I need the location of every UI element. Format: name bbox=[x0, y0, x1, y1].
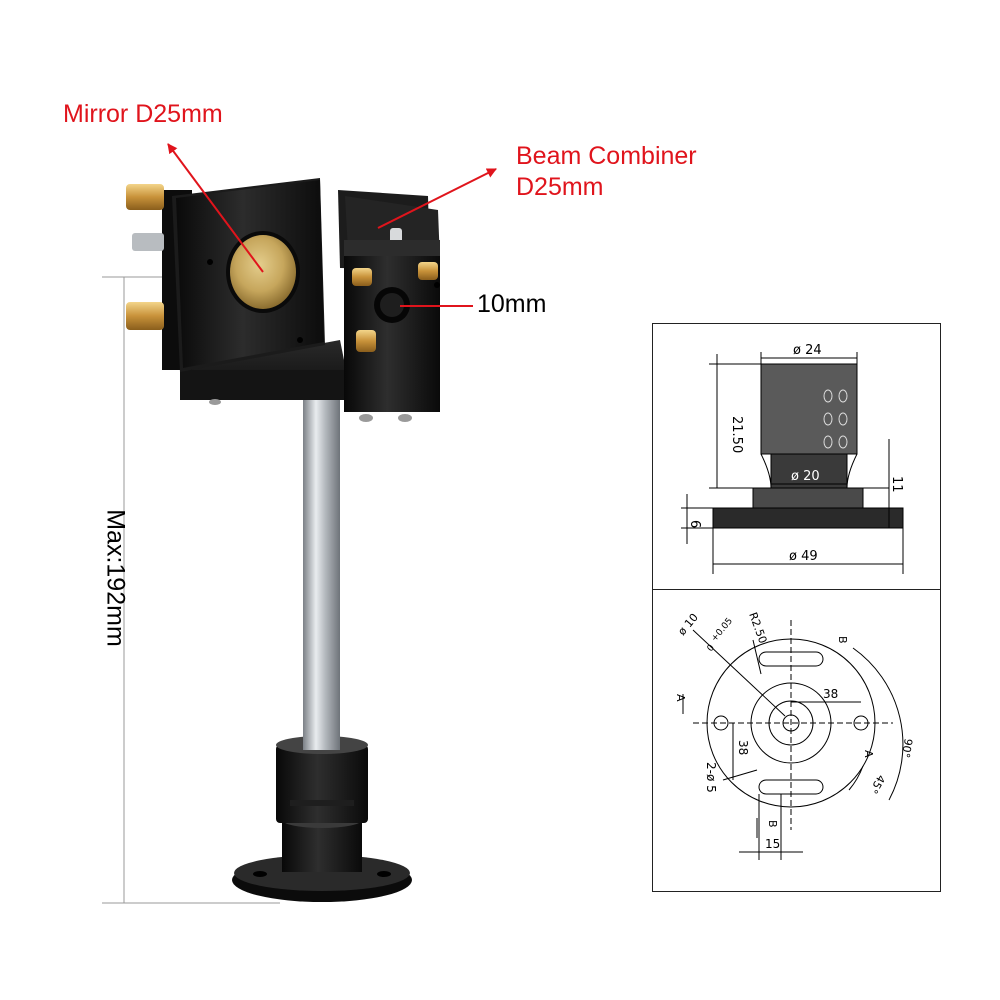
side-view-cylinder bbox=[760, 363, 858, 455]
top-view-drawing: ø 10 +0.05 0 R2.50 38 38 2-ø 5 15 90° 45… bbox=[652, 589, 941, 892]
top-view-slot-top bbox=[758, 651, 824, 667]
side-view-svg: ø 24 21.50 ø 20 11 6 ø 49 bbox=[681, 343, 904, 574]
top-view-section-b-top: B bbox=[836, 636, 849, 644]
top-view-svg: ø 10 +0.05 0 R2.50 38 38 2-ø 5 15 90° 45… bbox=[674, 611, 915, 860]
top-view-section-a-left: A bbox=[674, 694, 687, 702]
side-view-top-diameter: ø 24 bbox=[793, 343, 822, 358]
top-view-hole-tolerance-zero: 0 bbox=[706, 643, 718, 654]
side-view-neck-diameter: ø 20 bbox=[791, 469, 820, 484]
top-view-bolt-right bbox=[853, 715, 869, 731]
top-view-slot-width: 15 bbox=[765, 837, 780, 851]
top-view-slot-holes: 2-ø 5 bbox=[704, 762, 718, 793]
top-view-slot-bottom bbox=[758, 779, 824, 795]
max-height-label: Max:192mm bbox=[101, 509, 130, 647]
top-view-angle-inner: 45° bbox=[867, 773, 888, 796]
top-view-hole-tolerance-plus: +0.05 bbox=[710, 616, 735, 644]
side-view-neck-height: 11 bbox=[889, 476, 904, 493]
lens-size-label: 10mm bbox=[477, 290, 547, 318]
top-view-bolt-left bbox=[713, 715, 729, 731]
mount-base bbox=[232, 736, 412, 902]
beam-combiner-label: Beam Combiner D25mm bbox=[516, 141, 697, 203]
side-view-flange bbox=[712, 507, 904, 529]
combiner-callout-arrow bbox=[377, 168, 497, 229]
top-view-bolt-spacing-h: 38 bbox=[823, 687, 838, 701]
mirror-holder bbox=[126, 178, 325, 372]
beam-combiner-label-line1: Beam Combiner bbox=[516, 142, 697, 170]
side-view-flange-thickness: 6 bbox=[687, 520, 702, 528]
mount-plate bbox=[180, 340, 412, 422]
side-view-neck bbox=[770, 453, 848, 489]
mirror-label: Mirror D25mm bbox=[63, 100, 223, 128]
top-view-angle-outer: 90° bbox=[899, 737, 915, 758]
post-rod bbox=[303, 395, 340, 750]
top-view-section-a-right: A bbox=[862, 750, 875, 758]
top-view-bolt-spacing-v: 38 bbox=[736, 740, 750, 755]
mirror-callout-arrow bbox=[167, 143, 264, 273]
side-view-height: 21.50 bbox=[729, 416, 744, 453]
side-view-holes bbox=[823, 389, 848, 449]
top-view-section-b-bottom: B bbox=[766, 820, 779, 828]
side-view-flange-diameter: ø 49 bbox=[789, 549, 818, 564]
beam-combiner-holder bbox=[338, 190, 440, 412]
top-view-radius: R2.50 bbox=[746, 611, 769, 646]
side-view-drawing: ø 24 21.50 ø 20 11 6 ø 49 bbox=[652, 323, 941, 591]
beam-combiner-label-line2: D25mm bbox=[516, 173, 604, 201]
